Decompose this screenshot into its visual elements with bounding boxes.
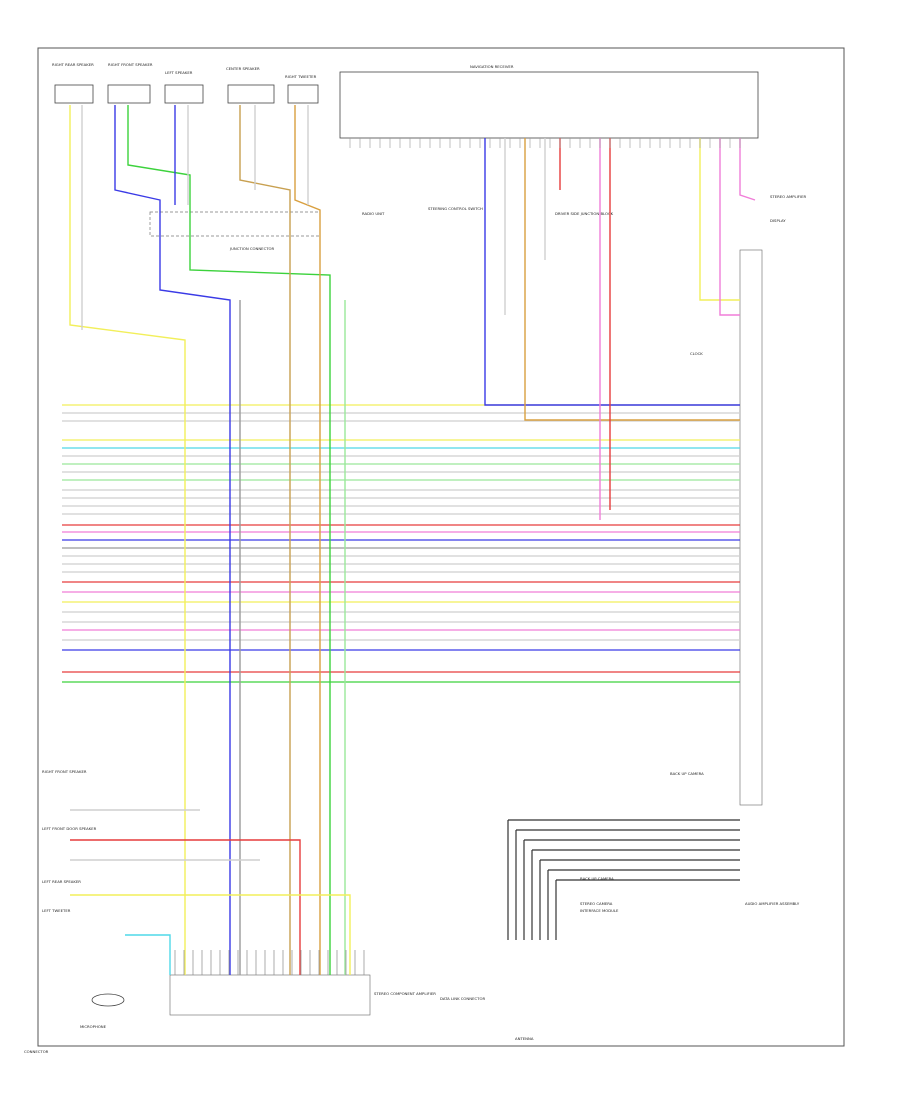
bottom-right-label: AUDIO AMPLIFIER ASSEMBLY [745,901,800,906]
component-label: LEFT SPEAKER [165,70,193,75]
left-label: LEFT REAR SPEAKER [42,879,81,884]
right-label: BACK UP CAMERA [670,771,704,776]
wire [524,138,740,421]
component-label: CENTER SPEAKER [226,66,260,71]
component-box [227,84,275,104]
wire [484,138,740,406]
left-label: LEFT FRONT DOOR SPEAKER [42,826,97,831]
top-components: RIGHT REAR SPEAKER RIGHT FRONT SPEAKER L… [52,62,319,104]
right-label: STEREO AMPLIFIER [770,194,806,199]
bottom-right-box-line: STEREO CAMERA [580,901,613,906]
wire [239,105,291,975]
bottom-right-box-line: BACK UP CAMERA [580,876,614,881]
wire [127,105,331,975]
wires [62,105,756,975]
wire [699,138,740,301]
junction-connector [149,211,321,237]
component-box [164,84,204,104]
component-box [287,84,319,104]
component-box [107,84,151,104]
junction-label: JUNCTION CONNECTOR [229,246,275,251]
bottom-connector [169,974,371,1016]
bottom-label: MICROPHONE [80,1024,107,1029]
bottom-label: ANTENNA [515,1036,534,1041]
bottom-label: STEREO COMPONENT AMPLIFIER [374,991,436,996]
bottom-right-box-line: INTERFACE MODULE [580,908,619,913]
microphone-icon [91,993,125,1007]
wire [70,839,301,975]
component-label: RIGHT REAR SPEAKER [52,62,94,67]
component-label: RIGHT FRONT SPEAKER [108,62,153,67]
wire [69,105,186,975]
main-unit-title: NAVIGATION RECEIVER [470,64,514,69]
diagram-frame [37,47,845,1047]
wire [114,105,231,975]
wire [125,934,171,975]
right-label: DISPLAY [770,218,786,223]
wire [70,894,351,975]
wire [739,138,756,201]
right-label: CLOCK [690,351,703,356]
right-connector-strip [739,249,763,806]
main-unit-box [339,71,759,139]
wire [719,138,740,316]
component-box [54,84,94,104]
mid-label: RADIO UNIT [362,211,385,216]
mid-label: DRIVER SIDE JUNCTION BLOCK [555,211,614,216]
left-label: RIGHT FRONT SPEAKER [42,769,87,774]
bottom-label: DATA LINK CONNECTOR [440,996,485,1001]
left-label: LEFT TWEETER [42,908,71,913]
frame-label: CONNECTOR [24,1049,49,1054]
mid-label: STEERING CONTROL SWITCH [428,206,483,211]
component-label: RIGHT TWEETER [285,74,317,79]
